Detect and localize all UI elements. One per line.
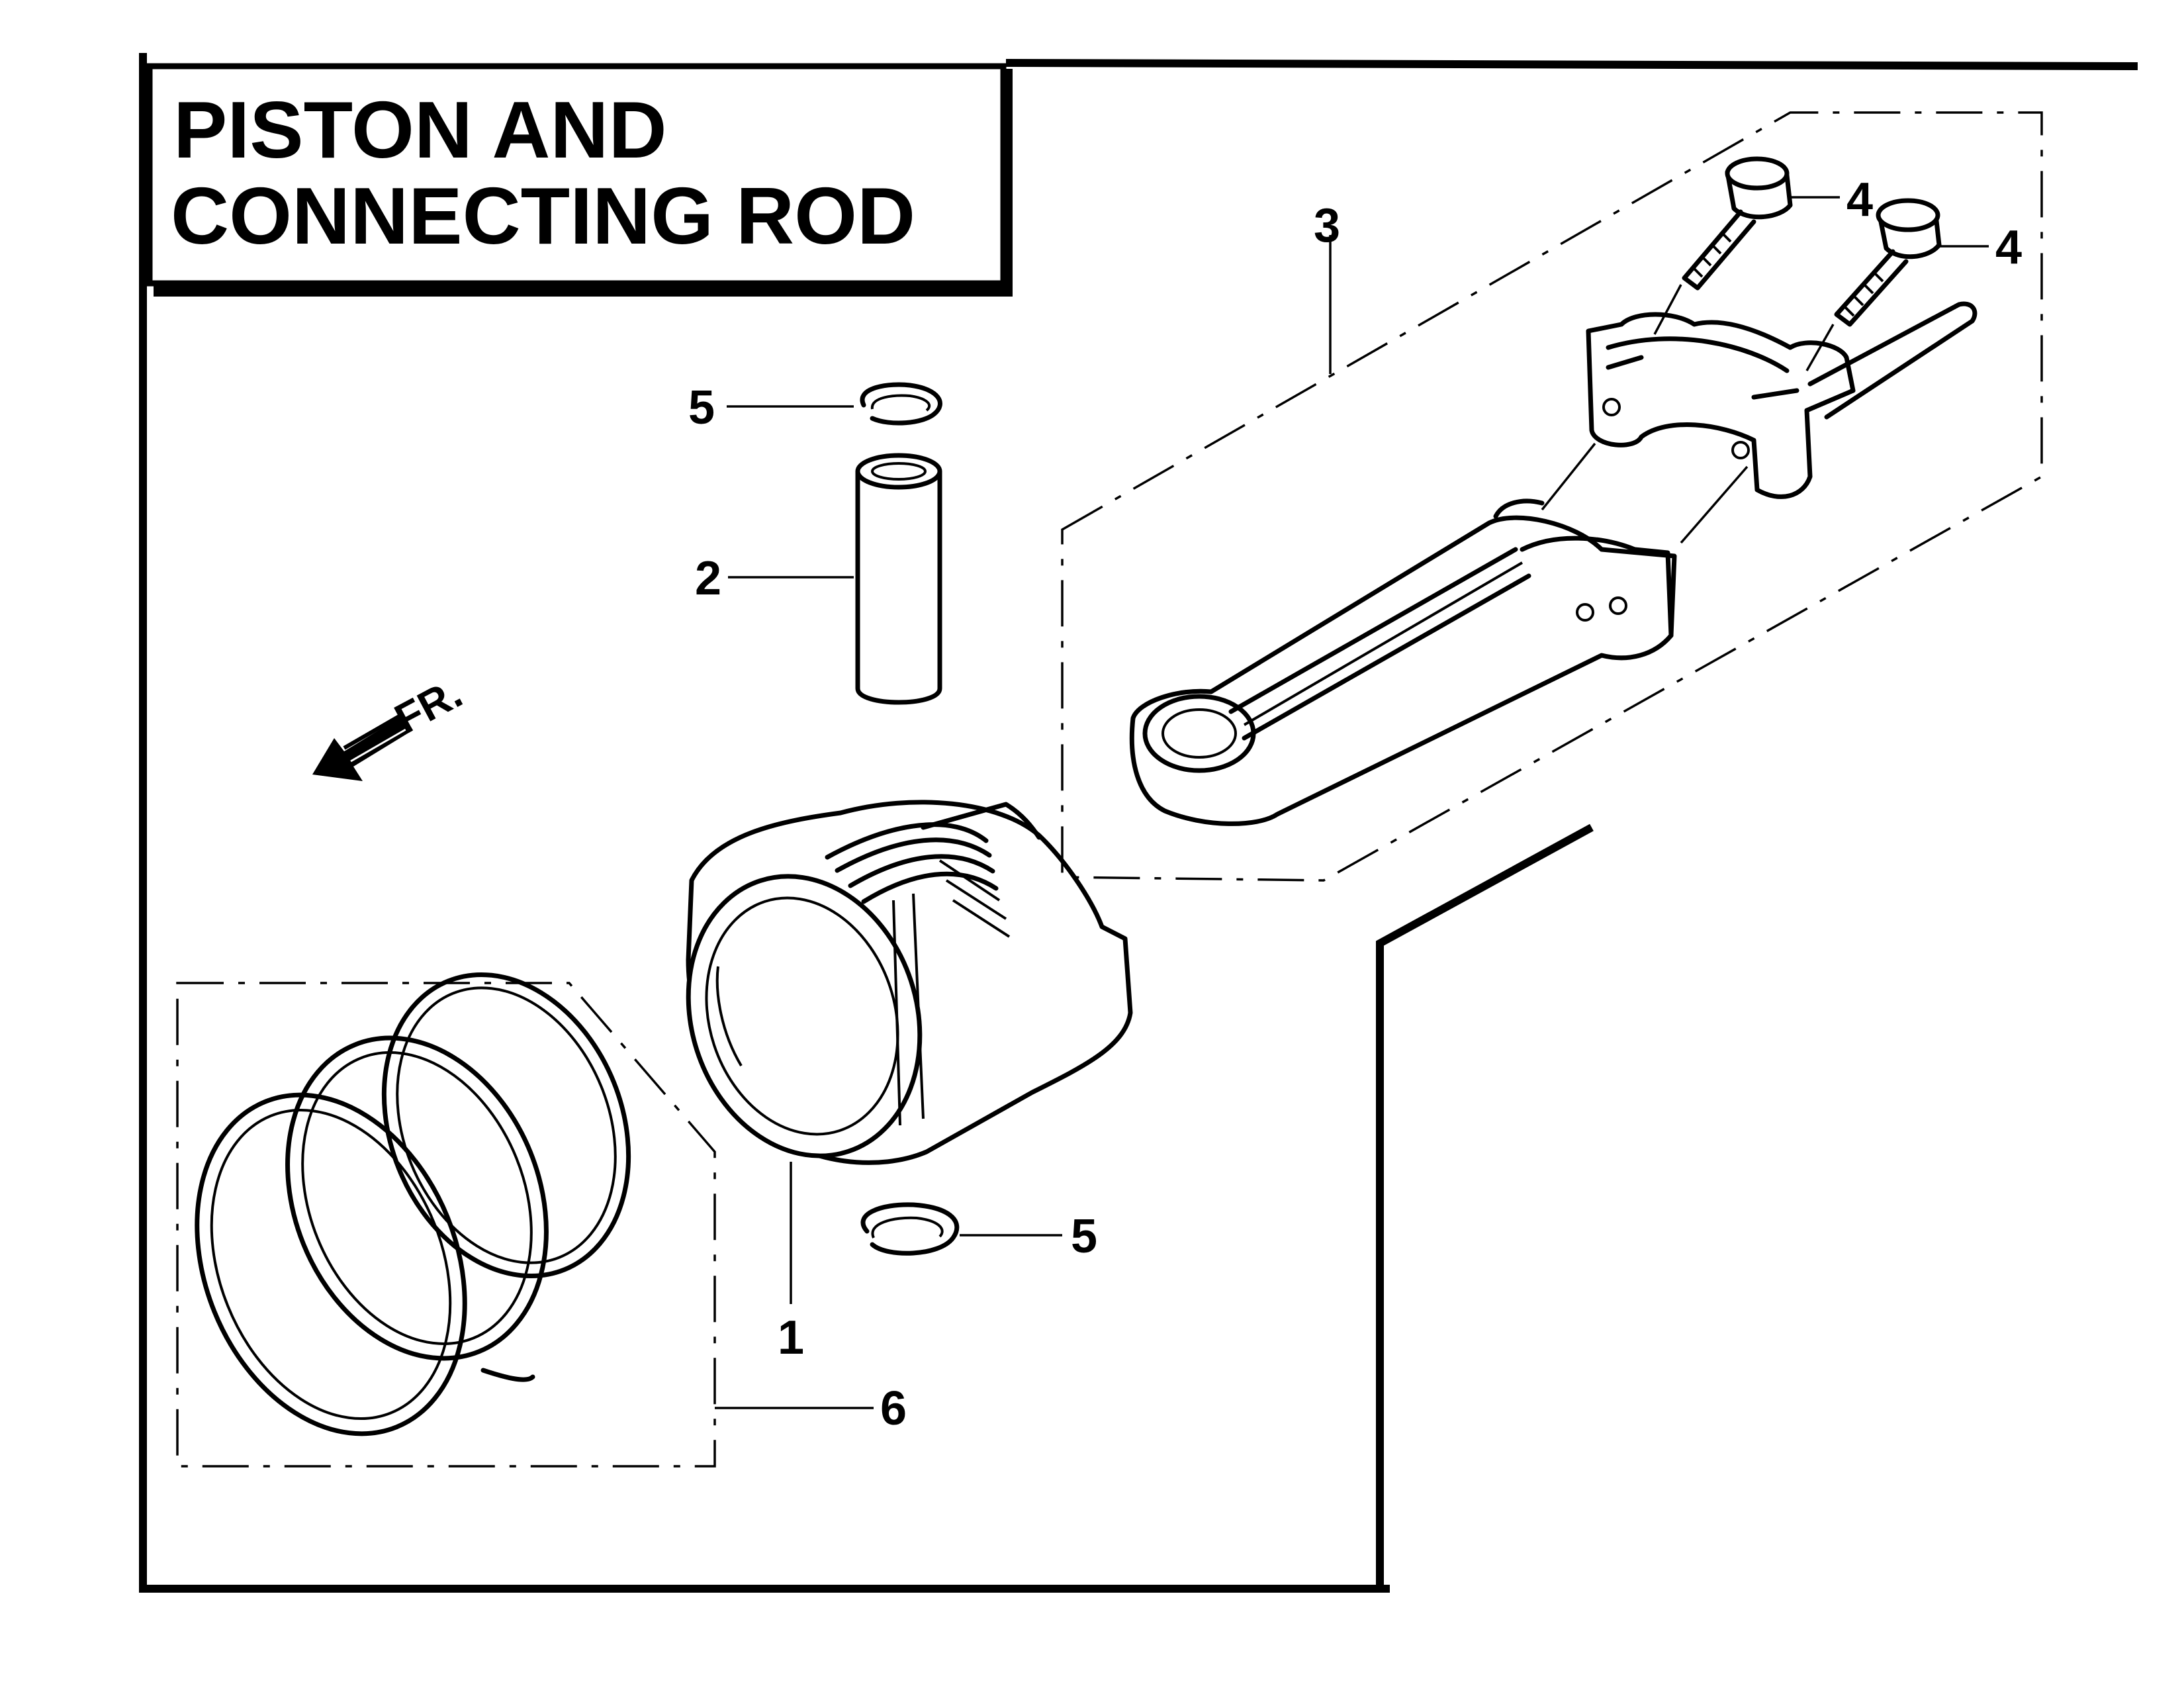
- ring-oil: [195, 1092, 467, 1436]
- title-line-1: PISTON AND: [173, 85, 667, 175]
- callout-4-right: 4: [1995, 221, 2022, 274]
- ring-top: [381, 972, 631, 1279]
- connecting-rod-cap: [1586, 301, 1978, 499]
- callout-2: 2: [695, 552, 721, 605]
- title-block: PISTON AND CONNECTING ROD: [146, 63, 1013, 297]
- callout-4-left: 4: [1846, 173, 1873, 226]
- connecting-rod-assembly: 3: [1061, 111, 2043, 882]
- title-line-2: CONNECTING ROD: [171, 171, 915, 261]
- piston-pin: 2: [695, 453, 942, 705]
- connecting-rod: [1129, 498, 1677, 826]
- piston: 1: [686, 800, 1133, 1364]
- callout-5-upper: 5: [688, 381, 715, 434]
- cap-bolt-left: 4: [1541, 156, 1873, 511]
- callout-3: 3: [1314, 199, 1340, 252]
- callout-6: 6: [880, 1382, 907, 1435]
- arrow-left-down-icon: [312, 712, 413, 781]
- ring-middle: [285, 1035, 549, 1361]
- piston-pin-clip-lower: 5: [860, 1202, 1097, 1263]
- page-frame: [139, 53, 2138, 1593]
- callout-1: 1: [778, 1311, 804, 1364]
- piston-pin-clip-upper: 5: [688, 381, 942, 434]
- callout-5-lower: 5: [1071, 1210, 1097, 1263]
- piston-ring-set: 6: [176, 972, 907, 1468]
- cap-bolt-right: 4: [1680, 198, 2022, 544]
- front-direction-marker: FR.: [312, 669, 470, 781]
